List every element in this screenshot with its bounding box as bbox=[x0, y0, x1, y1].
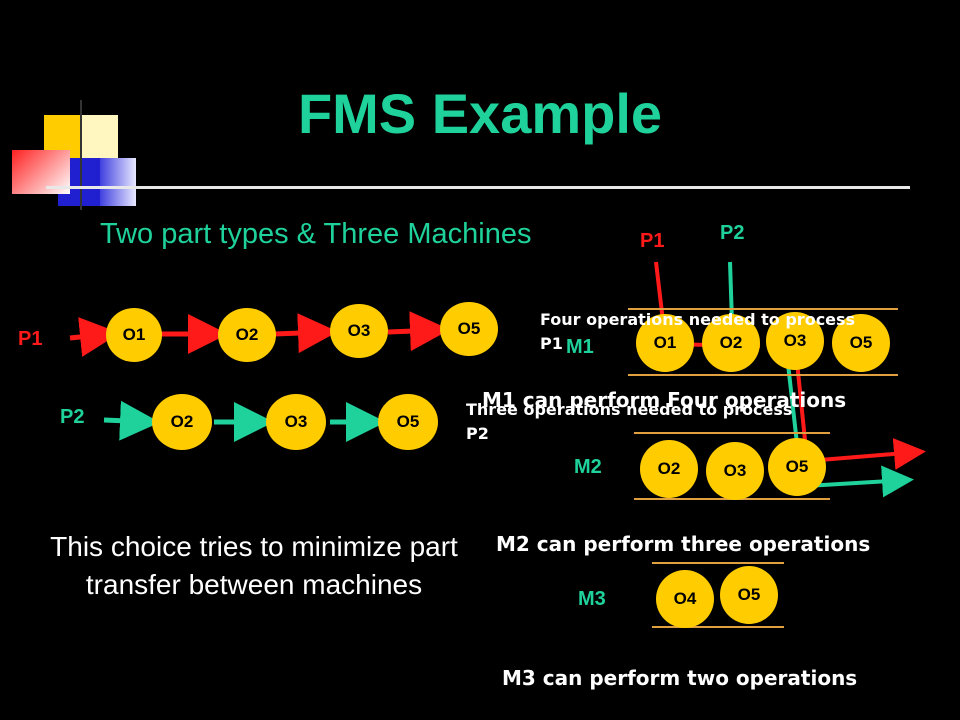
m1-label: M1 bbox=[566, 336, 594, 358]
p1-route-label: P1 bbox=[640, 230, 665, 252]
title-underline bbox=[46, 186, 910, 189]
p1-op-node: O1 bbox=[106, 308, 162, 362]
subtitle: Two part types & Three Machines bbox=[100, 218, 532, 250]
m1-op-node: O5 bbox=[832, 314, 890, 372]
p2-op-node: O3 bbox=[266, 394, 326, 450]
m1-box bbox=[628, 308, 898, 376]
p2-op-node: O2 bbox=[152, 394, 212, 450]
m3-box bbox=[652, 562, 784, 628]
choice-explanation: This choice tries to minimize part trans… bbox=[50, 531, 458, 600]
p1-arrow bbox=[819, 438, 926, 470]
m3-label: M3 bbox=[578, 588, 606, 610]
slide-title: FMS Example bbox=[297, 82, 663, 145]
p2-op-node: O5 bbox=[378, 394, 438, 450]
p1-arrow bbox=[69, 317, 120, 357]
p1-note: Four operations needed to process P1 bbox=[540, 310, 856, 353]
m1-caption: M1 can perform Four operations bbox=[482, 388, 847, 412]
p1-op-node: O3 bbox=[330, 304, 388, 358]
m2-label: M2 bbox=[574, 456, 602, 478]
m3-op-node: O5 bbox=[720, 566, 778, 624]
m3-caption: M3 can perform two operations bbox=[502, 666, 858, 690]
p2-arrow bbox=[728, 261, 734, 323]
p2-note: Three operations needed to process P2 bbox=[466, 400, 793, 443]
p1-label: P1 bbox=[18, 328, 43, 350]
p2-label: P2 bbox=[60, 406, 85, 428]
m2-op-node: O2 bbox=[640, 440, 698, 498]
p2-arrow bbox=[103, 400, 160, 441]
m2-op-node: O3 bbox=[706, 442, 764, 500]
m1-op-node: O3 bbox=[766, 312, 824, 370]
m2-op-node: O5 bbox=[768, 438, 826, 496]
decorative-squares bbox=[12, 100, 150, 220]
p1-op-node: O5 bbox=[440, 302, 498, 356]
p2-route-label: P2 bbox=[720, 222, 745, 244]
m1-op-node: O1 bbox=[636, 314, 694, 372]
m3-op-node: O4 bbox=[656, 570, 714, 628]
p1-arrow bbox=[273, 313, 338, 354]
p1-op-node: O2 bbox=[218, 308, 276, 362]
p1-arrow bbox=[387, 311, 450, 352]
p2-arrow bbox=[805, 465, 914, 498]
m1-op-node: O2 bbox=[702, 314, 760, 372]
m2-caption: M2 can perform three operations bbox=[496, 532, 871, 556]
